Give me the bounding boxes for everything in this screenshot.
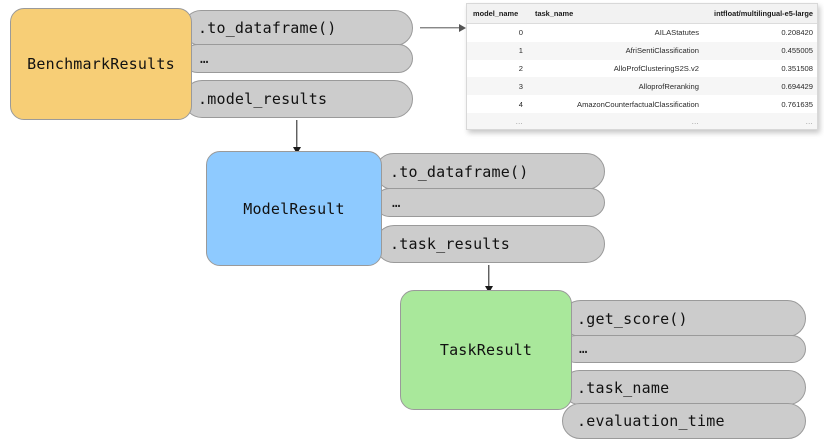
method-pill-task-results[interactable]: .task_results bbox=[375, 225, 605, 263]
class-box-benchmark-results[interactable]: BenchmarkResults bbox=[10, 8, 192, 120]
dataframe-head: model_name task_name intfloat/multilingu… bbox=[467, 4, 817, 24]
table-row: 2 AlloProfClusteringS2S.v2 0.351508 bbox=[467, 60, 817, 78]
class-box-model-result[interactable]: ModelResult bbox=[206, 151, 382, 266]
method-label: .model_results bbox=[198, 90, 328, 108]
arrow-task-results-to-task-result bbox=[483, 265, 495, 293]
cell-score: 0.694429 bbox=[781, 81, 813, 91]
column-header-model-name: model_name bbox=[467, 4, 529, 24]
table-row: 0 AILAStatutes 0.208420 bbox=[467, 24, 817, 42]
cell-task-name: … bbox=[691, 117, 699, 127]
method-label: .to_dataframe() bbox=[198, 19, 337, 37]
dataframe-table: model_name task_name intfloat/multilingu… bbox=[467, 4, 817, 129]
method-label: … bbox=[392, 194, 401, 211]
method-label: .to_dataframe() bbox=[390, 162, 529, 181]
class-label-benchmark-results: BenchmarkResults bbox=[27, 55, 175, 73]
cell-model-name: 0 bbox=[518, 28, 523, 38]
class-label-model-result: ModelResult bbox=[243, 199, 345, 218]
cell-task-name: AmazonCounterfactualClassification bbox=[577, 99, 699, 109]
table-row: 3 AlloprofReranking 0.694429 bbox=[467, 77, 817, 96]
dataframe-preview: model_name task_name intfloat/multilingu… bbox=[466, 3, 818, 130]
method-label: .task_name bbox=[577, 378, 670, 397]
cell-score: 0.208420 bbox=[781, 28, 813, 38]
method-label: .get_score() bbox=[577, 309, 688, 328]
column-header-score: intfloat/multilingual-e5-large bbox=[705, 4, 817, 24]
method-label: .task_results bbox=[390, 235, 510, 253]
method-pill-ellipsis-task[interactable]: … bbox=[562, 335, 806, 363]
cell-score: 0.455005 bbox=[781, 46, 813, 56]
class-box-task-result[interactable]: TaskResult bbox=[400, 290, 572, 410]
cell-model-name: … bbox=[515, 117, 523, 127]
cell-model-name: 2 bbox=[518, 63, 523, 73]
class-label-task-result: TaskResult bbox=[439, 341, 533, 359]
table-row: 4 AmazonCounterfactualClassification 0.761… bbox=[467, 95, 817, 113]
method-pill-task-name[interactable]: .task_name bbox=[562, 370, 806, 405]
method-label: … bbox=[200, 50, 209, 67]
arrow-model-results-to-model-result bbox=[291, 120, 303, 154]
table-header-row: model_name task_name intfloat/multilingu… bbox=[467, 4, 817, 24]
cell-model-name: 4 bbox=[518, 99, 523, 109]
cell-model-name: 3 bbox=[518, 81, 523, 91]
table-row: 1 AfriSentiClassification 0.455005 bbox=[467, 41, 817, 60]
cell-task-name: AfriSentiClassification bbox=[625, 46, 699, 56]
column-header-task-name: task_name bbox=[529, 4, 705, 24]
method-pill-to-dataframe-benchmark[interactable]: .to_dataframe() bbox=[183, 10, 413, 46]
method-label: .evaluation_time bbox=[577, 412, 725, 430]
cell-score: 0.351508 bbox=[781, 63, 813, 73]
method-pill-evaluation-time[interactable]: .evaluation_time bbox=[562, 403, 806, 439]
method-pill-get-score[interactable]: .get_score() bbox=[562, 300, 806, 337]
cell-score: 0.761635 bbox=[781, 99, 813, 109]
cell-task-name: AlloprofReranking bbox=[638, 81, 699, 91]
table-row: … … … bbox=[467, 112, 817, 129]
cell-score: … bbox=[805, 117, 813, 127]
method-pill-model-results[interactable]: .model_results bbox=[183, 80, 413, 118]
cell-model-name: 1 bbox=[518, 46, 523, 56]
dataframe-body: 0 AILAStatutes 0.208420 1 AfriSentiClassific… bbox=[467, 24, 817, 129]
method-label: … bbox=[579, 341, 588, 357]
method-pill-ellipsis-benchmark[interactable]: … bbox=[183, 44, 413, 73]
cell-task-name: AlloProfClusteringS2S.v2 bbox=[613, 63, 699, 73]
cell-task-name: AILAStatutes bbox=[654, 28, 699, 38]
arrow-to-dataframe-table bbox=[420, 22, 466, 34]
method-pill-ellipsis-model[interactable]: … bbox=[375, 188, 605, 217]
method-pill-to-dataframe-model[interactable]: .to_dataframe() bbox=[375, 153, 605, 190]
